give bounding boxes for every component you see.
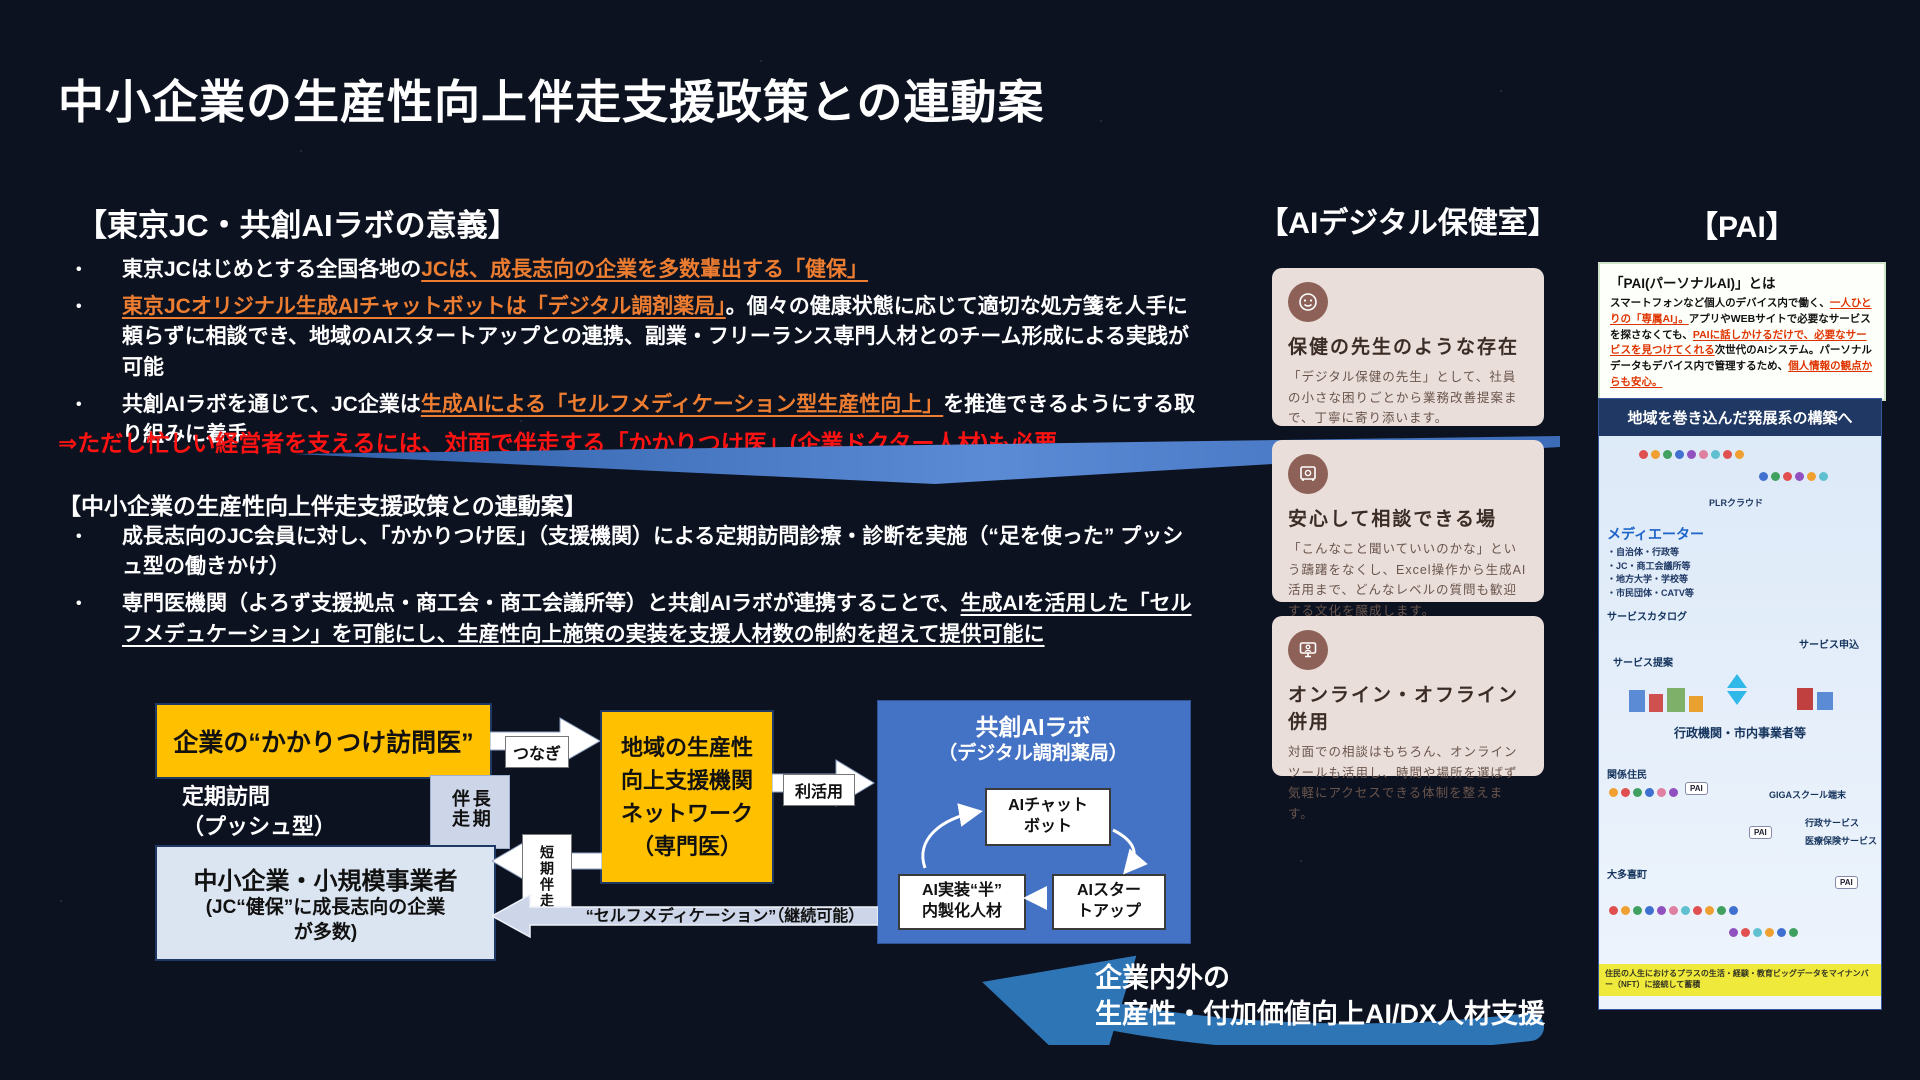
buildings-row bbox=[1797, 688, 1833, 710]
smiley-face-icon bbox=[1288, 282, 1328, 322]
crowd-figures bbox=[1639, 450, 1744, 459]
pai-text-highlight: 一人ひとりの「専属AI」。 bbox=[1610, 297, 1872, 325]
poster-diagram: PLRクラウド メディエーター ・自治体・行政等 ・JC・商工会議所等 ・地方大… bbox=[1599, 436, 1881, 964]
bullet-dot-icon: • bbox=[76, 528, 82, 545]
list-item: • 専門医機関（よろず支援拠点・商工会・商工会議所等）と共創AIラボが連携するこ… bbox=[76, 589, 1196, 649]
support-note-line1: 企業内外の bbox=[1095, 963, 1230, 993]
poster-mediator-items: ・自治体・行政等 ・JC・商工会議所等 ・地方大学・学校等 ・市民団体・CATV… bbox=[1607, 547, 1694, 598]
heading-ai-digital-hokenshitsu: 【AIデジタル保健室】 bbox=[1258, 207, 1558, 240]
poster-label-gov-service: 行政サービス bbox=[1805, 818, 1860, 828]
flow-box-support-network: 地域の生産性 向上支援機関 ネットワーク （専門医） bbox=[600, 710, 774, 884]
pai-text: スマートフォンなど個人のデバイス内で働く、 bbox=[1610, 297, 1830, 309]
bullet-text: を推進できるようにする取り組みに着手 bbox=[122, 392, 1196, 447]
crowd-figures bbox=[1729, 928, 1798, 937]
list-item: • 成長志向のJC会員に対し、「かかりつけ医」（支援機関）による定期訪問診療・診… bbox=[76, 522, 1196, 582]
crowd-figures bbox=[1609, 788, 1678, 797]
safe-box-icon bbox=[1288, 454, 1328, 494]
bullet-dot-icon: • bbox=[76, 395, 82, 413]
connector-long-term: 長期伴走 bbox=[430, 775, 510, 849]
pai-box-title: 「PAI(パーソナルAI)」とは bbox=[1610, 276, 1776, 291]
list-item: • 東京JCはじめとする全国各地のJCは、成長志向の企業を多数輩出する「健保」 bbox=[76, 255, 1206, 285]
card-title: 保健の先生のような存在 bbox=[1288, 337, 1520, 358]
poster-label-service-proposal: サービス提案 bbox=[1613, 658, 1673, 669]
section1-bullets: • 東京JCはじめとする全国各地のJCは、成長志向の企業を多数輩出する「健保」 … bbox=[76, 255, 1206, 457]
section2-bullets: • 成長志向のJC会員に対し、「かかりつけ医」（支援機関）による定期訪問診療・診… bbox=[76, 522, 1196, 657]
flow-box-ai-startup: AIスター トアップ bbox=[1052, 874, 1166, 930]
poster-label-government: 行政機関・市内事業者等 bbox=[1673, 726, 1806, 740]
pai-text: 次世代のAIシステム。パーソナルデータもデバイス内で管理するため、 bbox=[1610, 344, 1872, 372]
bullet-highlight: JCは、成長志向の企業を多数輩出する「健保」 bbox=[421, 258, 869, 281]
poster-label-mediator: メディエーター bbox=[1607, 526, 1705, 542]
sme-subtitle: (JC“健保”に成長志向の企業 が多数) bbox=[205, 896, 446, 943]
bullet-highlight: 生成AIによる「セルフメディケーション型生産性向上」 bbox=[420, 392, 944, 416]
arrow-label-rikatsuyo: 利活用 bbox=[783, 774, 855, 806]
poster-label-plr: PLRクラウド bbox=[1709, 498, 1764, 508]
bullet-dot-icon: • bbox=[76, 595, 82, 613]
regional-ecosystem-poster: 地域を巻き込んだ発展系の構築へ PLRクラウド メディエーター ・自治体・行政等… bbox=[1598, 398, 1882, 1010]
bullet-dot-icon: • bbox=[76, 298, 82, 316]
pai-description-box: 「PAI(パーソナルAI)」とは スマートフォンなど個人のデバイス内で働く、一人… bbox=[1598, 262, 1886, 401]
big-curved-arrow-icon bbox=[982, 955, 1544, 1045]
card-safe-consultation: 安心して相談できる場 「こんなこと聞いていいのかな」という躊躇をなくし、Exce… bbox=[1272, 440, 1544, 618]
pai-text-highlight: PAIに話しかけるだけで、必要なサービスを見つけてくれる bbox=[1610, 328, 1867, 357]
card-body: 対面での相談はもちろん、オンラインツールも活用し、時間や場所を選ばず気軽にアクセ… bbox=[1288, 745, 1518, 821]
bullet-text: 共創AIラボを通じて、JC企業は bbox=[122, 392, 421, 416]
crowd-figures bbox=[1759, 472, 1828, 481]
poster-label-medical-insurance: 医療保険サービス bbox=[1805, 836, 1878, 846]
label-long-term-accompaniment: 長期伴走 bbox=[450, 789, 491, 829]
card-title: 安心して相談できる場 bbox=[1288, 509, 1498, 530]
poster-label-service-apply: サービス申込 bbox=[1799, 640, 1859, 651]
ai-lab-title: 共創AIラボ bbox=[975, 714, 1091, 740]
flow-box-ai-chatbot: AIチャット ボット bbox=[985, 788, 1111, 846]
online-consult-icon bbox=[1288, 630, 1328, 670]
card-body: 「デジタル保健の先生」として、社員の小さな困りごとから業務改善提案まで、丁寧に寄… bbox=[1288, 370, 1518, 426]
support-note-line2: 生産性・付加価値向上AI/DX人材支援 bbox=[1095, 999, 1546, 1030]
bullet-underline: 生成AIを活用した「セルフメデュケーション」を可能にし、生産性向上施策の実装を支… bbox=[122, 592, 1192, 646]
poster-footer: 住民の人生におけるプラスの生活・経験・教育ビッグデータをマイナンバー（NFT）に… bbox=[1599, 964, 1881, 996]
pai-chip: PAI bbox=[1749, 826, 1772, 839]
poster-label-residents: 関係住民 bbox=[1607, 770, 1647, 781]
flow-box-sme: 中小企業・小規模事業者 (JC“健保”に成長志向の企業 が多数) bbox=[155, 845, 496, 961]
label-periodic-visit: 定期訪問 （プッシュ型） bbox=[182, 784, 337, 839]
section1-heading: 【東京JC・共創AIラボの意義】 bbox=[76, 208, 519, 243]
card-body: 「こんなこと聞いていいのかな」という躊躇をなくし、Excel操作から生成AI活用… bbox=[1288, 542, 1527, 618]
support-note: 企業内外の 生産性・付加価値向上AI/DX人材支援 bbox=[1095, 960, 1545, 1033]
arrow-label-tsunagi: つなぎ bbox=[505, 736, 569, 768]
heading-pai: 【PAI】 bbox=[1688, 211, 1796, 244]
pai-box-body: スマートフォンなど個人のデバイス内で働く、一人ひとりの「専属AI」。アプリやWE… bbox=[1610, 296, 1874, 391]
sme-title: 中小企業・小規模事業者 bbox=[193, 867, 458, 895]
page-title: 中小企業の生産性向上伴走支援政策との連動案 bbox=[58, 76, 1045, 128]
bullet-text: 。個々の健康状態に応じて適切な処方箋を人手に頼らずに相談でき、地域のAIスタート… bbox=[122, 295, 1190, 379]
up-down-arrows-icon bbox=[1727, 674, 1747, 705]
list-item: • 共創AIラボを通じて、JC企業は生成AIによる「セルフメディケーション型生産… bbox=[76, 390, 1206, 450]
poster-label-service-catalog: サービスカタログ bbox=[1607, 612, 1687, 623]
card-hoken-teacher: 保健の先生のような存在 「デジタル保健の先生」として、社員の小さな困りごとから業… bbox=[1272, 268, 1544, 426]
crowd-figures bbox=[1609, 906, 1738, 915]
poster-label-otaki: 大多喜町 bbox=[1607, 870, 1647, 881]
label-self-medication: “セルフメディケーション”（継続可能） bbox=[585, 908, 865, 925]
poster-header: 地域を巻き込んだ発展系の構築へ bbox=[1599, 399, 1881, 436]
ai-lab-subtitle: （デジタル調剤薬局） bbox=[938, 743, 1128, 764]
pai-chip: PAI bbox=[1835, 876, 1858, 889]
bullet-text: 専門医機関（よろず支援拠点・商工会・商工会議所等）と共創AIラボが連携することで… bbox=[122, 592, 961, 616]
section2-heading: 【中小企業の生産性向上伴走支援政策との連動案】 bbox=[58, 493, 587, 519]
bullet-text: 東京JCはじめとする全国各地の bbox=[122, 258, 422, 281]
bullet-dot-icon: • bbox=[76, 261, 82, 278]
cycle-arrows-icon bbox=[921, 803, 1148, 910]
poster-label-giga-school: GIGAスクール端末 bbox=[1769, 790, 1847, 800]
flow-box-visiting-doctor: 企業の“かかりつけ訪問医” bbox=[155, 703, 492, 779]
pai-text: アプリやWEBサイトで必要なサービスを探さなくても、 bbox=[1610, 312, 1871, 341]
list-item: • 東京JCオリジナル生成AIチャットボットは「デジタル調剤薬局」。個々の健康状… bbox=[76, 292, 1206, 383]
bullet-highlight: 東京JCオリジナル生成AIチャットボットは「デジタル調剤薬局」 bbox=[122, 295, 726, 319]
buildings-row bbox=[1629, 688, 1703, 712]
card-online-offline: オンライン・オフライン併用 対面での相談はもちろん、オンラインツールも活用し、時… bbox=[1272, 616, 1544, 821]
card-title: オンライン・オフライン併用 bbox=[1288, 685, 1520, 733]
flow-box-ai-implementation-talent: AI実装“半” 内製化人材 bbox=[898, 874, 1026, 930]
pai-chip: PAI bbox=[1685, 782, 1708, 795]
arrow-left-selfmed-icon bbox=[492, 893, 878, 939]
blue-swoosh-shape bbox=[295, 436, 1560, 484]
pai-text-highlight: 個人情報の観点からも安心。 bbox=[1610, 360, 1873, 388]
bullet-text: 成長志向のJC会員に対し、「かかりつけ医」（支援機関）による定期訪問診療・診断を… bbox=[122, 525, 1184, 579]
